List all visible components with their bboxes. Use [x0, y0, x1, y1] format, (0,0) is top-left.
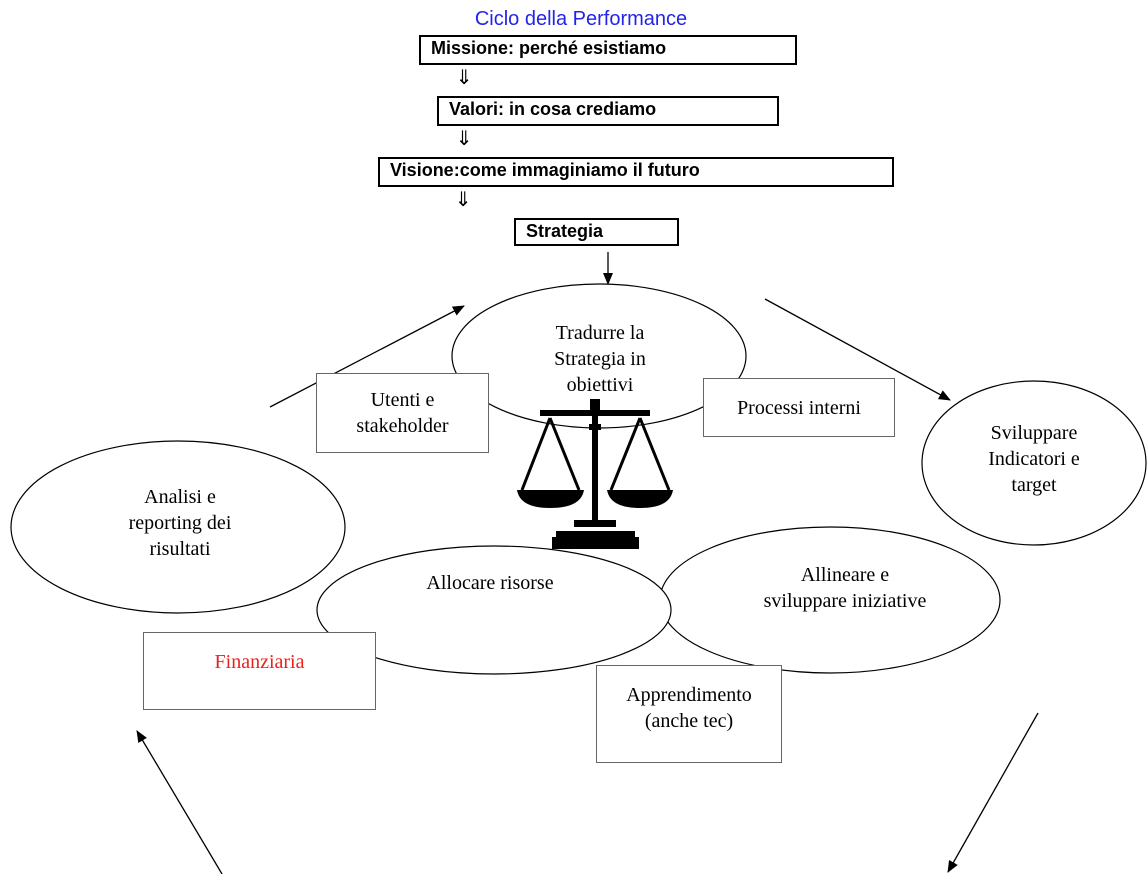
arrow-to-finanziaria: [136, 730, 223, 874]
ellipse-sviluppare-line: target: [1011, 474, 1057, 496]
ellipse-sviluppare-text: Sviluppare Indicatori e target: [954, 420, 1114, 498]
ellipse-tradurre-line: Tradurre la: [555, 322, 645, 344]
ellipse-tradurre-text: Tradurre la Strategia in obiettivi: [500, 320, 700, 392]
ellipse-allineare-text: Allineare e sviluppare iniziative: [735, 562, 955, 614]
box-missione: Missione: perché esistiamo: [419, 35, 797, 65]
ellipse-sviluppare: [921, 380, 1147, 546]
ellipse-allineare-line: sviluppare iniziative: [763, 590, 927, 612]
ellipse-sviluppare-line: Indicatori e: [988, 448, 1080, 470]
ellipse-tradurre-line: Strategia in: [554, 348, 646, 370]
arrow-to-tradurre: [269, 305, 465, 408]
ellipse-sviluppare-line: Sviluppare: [990, 422, 1078, 444]
box-apprendimento: Apprendimento (anche tec): [596, 665, 782, 763]
box-finanziaria: Finanziaria: [143, 632, 376, 710]
ellipse-allocare: [316, 545, 672, 675]
double-down-arrow-icon: ⇓: [455, 65, 473, 89]
double-down-arrow-icon: ⇓: [454, 187, 472, 211]
box-processi-interni: Processi interni: [703, 378, 895, 437]
ellipse-analisi-line: Analisi e: [144, 486, 216, 508]
balance-scale-icon: [517, 399, 673, 549]
ellipse-analisi-line: risultati: [149, 538, 211, 560]
ellipse-analisi-text: Analisi e reporting dei risultati: [100, 484, 260, 562]
box-strategia: Strategia: [514, 218, 679, 246]
box-apprendimento-line: Apprendimento: [626, 684, 752, 706]
box-visione: Visione:come immaginiamo il futuro: [378, 157, 894, 187]
arrow-to-sviluppare: [764, 298, 951, 401]
double-down-arrow-icon: ⇓: [455, 126, 473, 150]
ellipse-allineare-line: Allineare e: [800, 564, 890, 586]
box-utenti-line: Utenti e: [370, 389, 435, 411]
box-apprendimento-line: (anche tec): [644, 710, 734, 732]
ellipse-allocare-text: Allocare risorse: [426, 572, 554, 594]
ellipse-tradurre-line: obiettivi: [566, 374, 634, 392]
ellipse-analisi: [10, 440, 346, 614]
box-utenti-line: stakeholder: [356, 415, 449, 437]
box-valori: Valori: in cosa crediamo: [437, 96, 779, 126]
arrow-bottom-right: [947, 712, 1039, 873]
diagram-title: Ciclo della Performance: [474, 8, 688, 30]
box-utenti-stakeholder: Utenti e stakeholder: [316, 373, 489, 453]
ellipse-analisi-line: reporting dei: [128, 512, 232, 534]
